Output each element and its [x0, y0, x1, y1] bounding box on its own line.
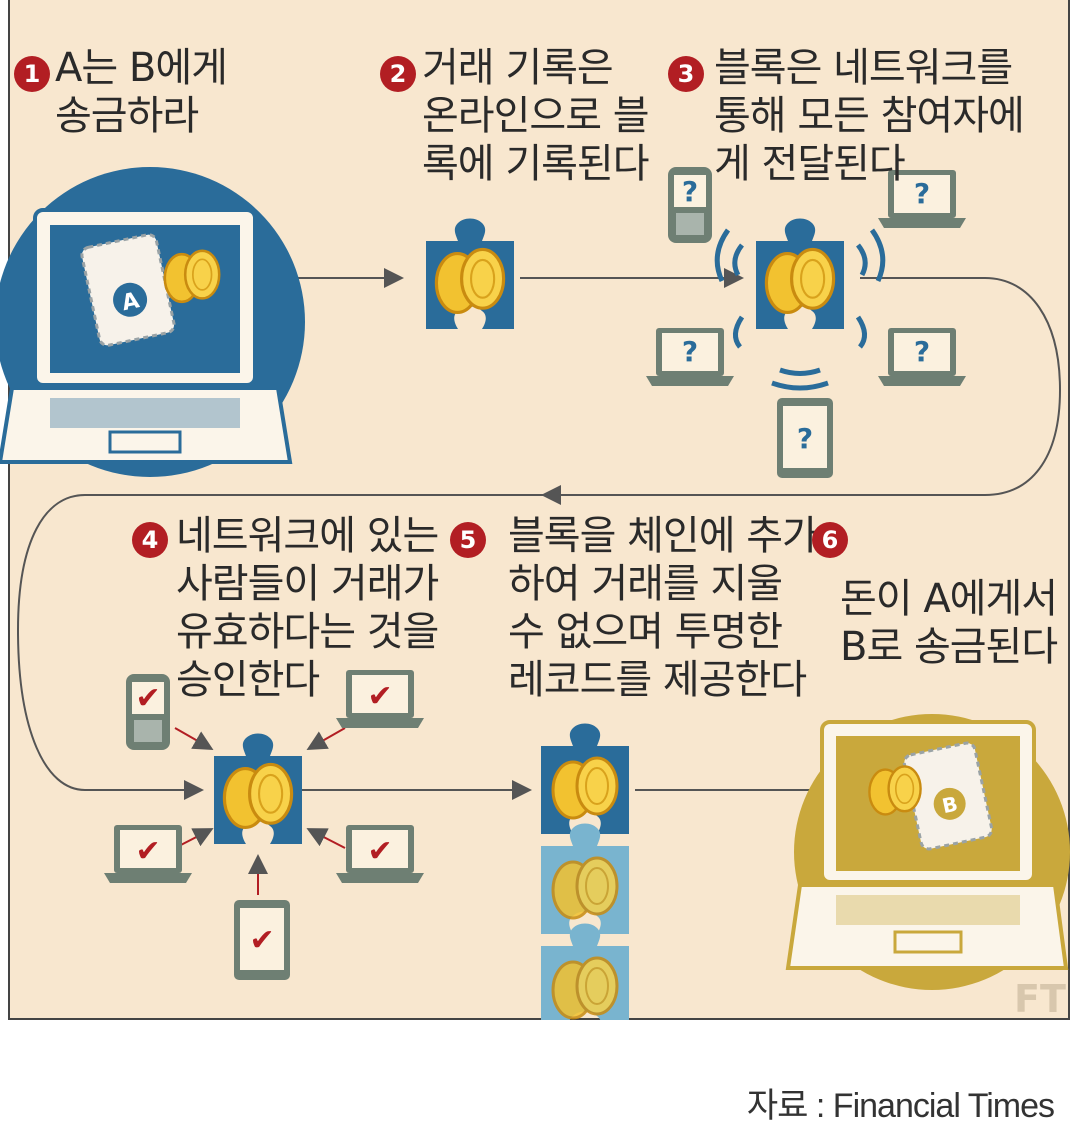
svg-text:?: ? — [914, 335, 930, 368]
step-3-number: 3 — [668, 56, 704, 92]
wallet-b-icon: B — [902, 741, 994, 851]
laptop-b: B — [785, 714, 1070, 990]
step-1-text: A는 B에게 송금하라 — [55, 45, 228, 139]
network-devices-verified: ✔ ✔ ✔ ✔ ✔ — [104, 670, 424, 980]
svg-text:✔: ✔ — [135, 681, 160, 716]
svg-text:✔: ✔ — [367, 679, 392, 714]
svg-text:?: ? — [914, 177, 930, 210]
svg-text:?: ? — [797, 422, 813, 455]
block-3 — [714, 218, 886, 391]
block-2 — [426, 218, 514, 329]
svg-text:B: B — [940, 791, 960, 818]
svg-text:✔: ✔ — [135, 834, 160, 869]
step-5-text: 블록을 체인에 추가 하여 거래를 지울 수 없으며 투명한 레코드를 제공한다 — [508, 513, 819, 703]
step-4-number: 4 — [132, 522, 168, 558]
network-devices-unverified: ? ? ? ? ? — [646, 167, 966, 478]
source-credit: 자료 : Financial Times — [746, 1087, 1055, 1125]
svg-text:A: A — [120, 288, 142, 316]
step-2-number: 2 — [380, 56, 416, 92]
step-3-text: 블록은 네트워크를 통해 모든 참여자에 게 전달된다 — [714, 45, 1025, 187]
laptop-a: A — [0, 167, 305, 477]
ft-watermark: FT — [1014, 977, 1066, 1020]
diagram-artwork: A ? ? ? — [0, 167, 1070, 1020]
svg-text:?: ? — [682, 175, 698, 208]
block-chain-5 — [541, 723, 629, 1020]
step-1-number: 1 — [14, 56, 50, 92]
block-4 — [214, 733, 302, 844]
svg-text:✔: ✔ — [367, 834, 392, 869]
wallet-a-icon: A — [80, 233, 176, 347]
step-5-number: 5 — [450, 522, 486, 558]
step-6-number: 6 — [812, 522, 848, 558]
step-4-text: 네트워크에 있는 사람들이 거래가 유효하다는 것을 승인한다 — [176, 513, 439, 703]
svg-text:✔: ✔ — [249, 923, 274, 958]
step-6-text: 돈이 A에게서 B로 송금된다 — [840, 576, 1058, 670]
svg-text:?: ? — [682, 335, 698, 368]
step-2-text: 거래 기록은 온라인으로 블 록에 기록된다 — [422, 45, 650, 187]
